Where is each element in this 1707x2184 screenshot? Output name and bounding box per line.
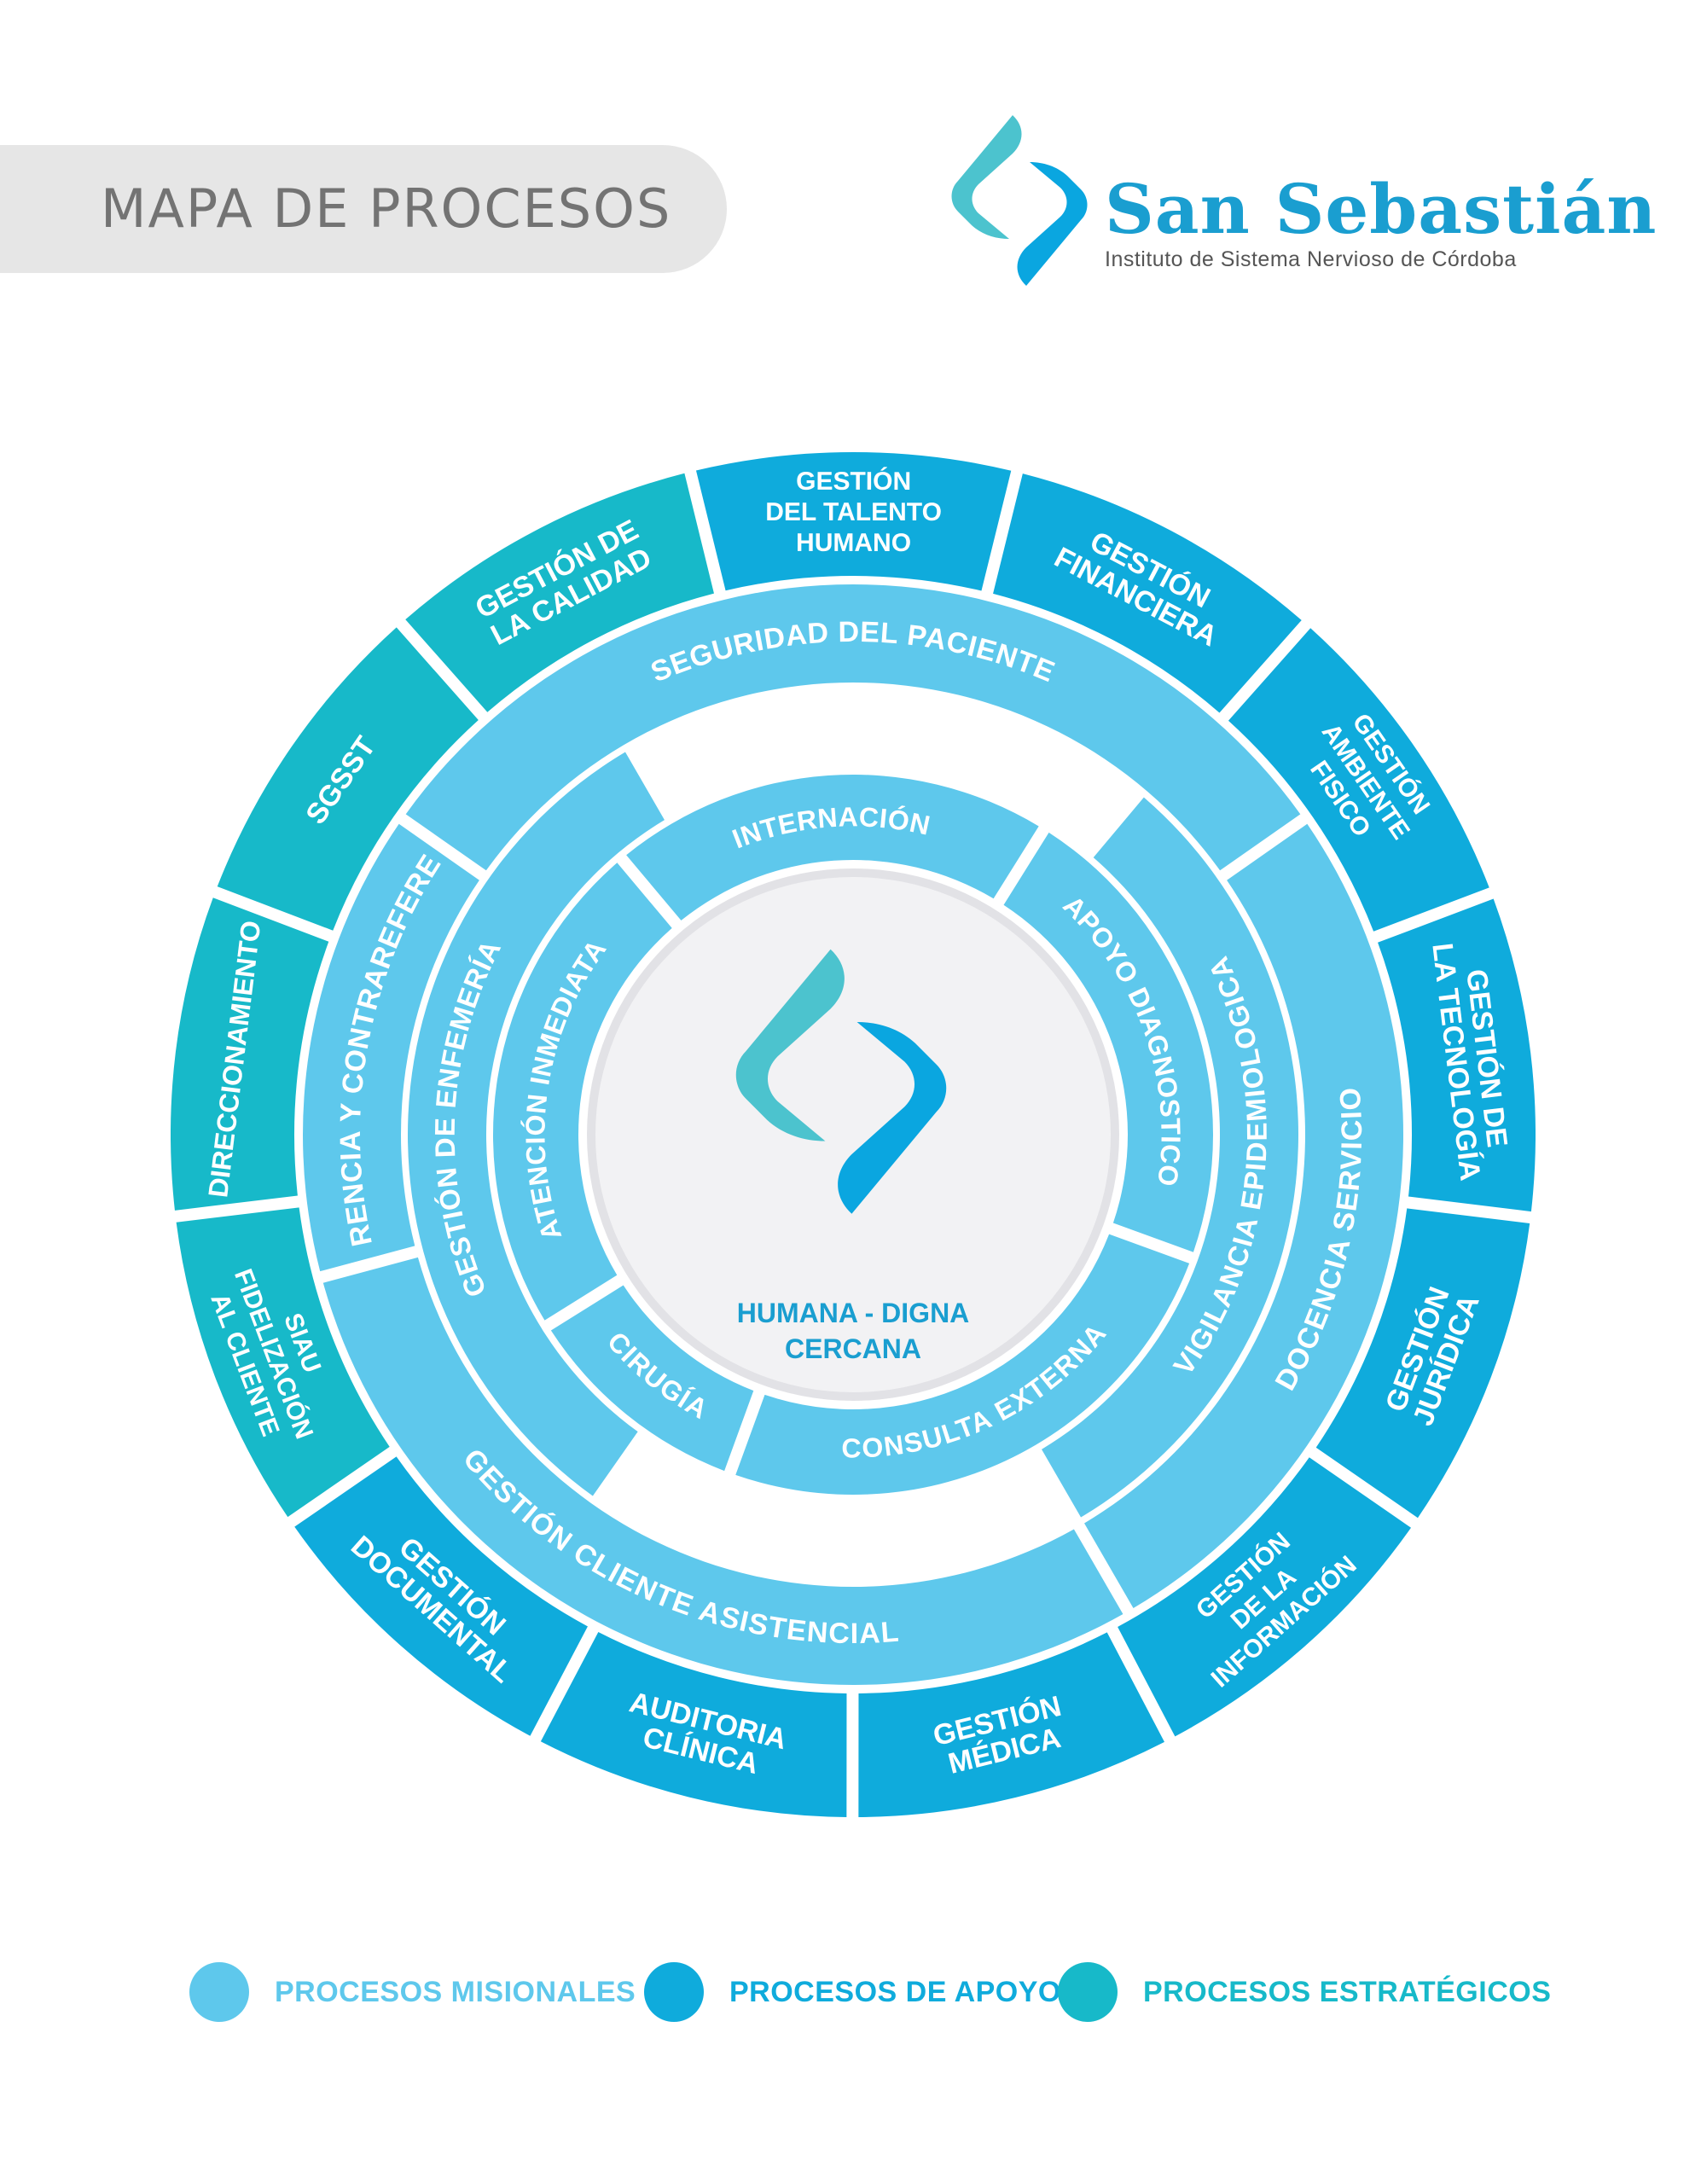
outer-segment (993, 473, 1302, 713)
logo-teal-shape (951, 115, 1022, 239)
outer-label-line: DEL TALENTO (765, 498, 942, 526)
legend: PROCESOS MISIONALES PROCESOS DE APOYO PR… (0, 1958, 1707, 2035)
ring4-segment (550, 1285, 754, 1472)
outer-segment (294, 1456, 588, 1736)
legend-label: PROCESOS MISIONALES (275, 1975, 636, 2008)
outer-label-line: GESTIÓN (796, 467, 911, 496)
center-text-line: CERCANA (785, 1333, 921, 1364)
outer-segment (1228, 628, 1489, 932)
page-title: MAPA DE PROCESOS (101, 177, 672, 240)
outer-segment (858, 1632, 1164, 1817)
ring4-segment (735, 1234, 1190, 1495)
outer-segment (171, 897, 329, 1211)
ring3-segment (408, 752, 665, 1496)
outer-segment (176, 1207, 390, 1518)
brand-logo-icon (951, 115, 1088, 286)
ring2-segment (405, 584, 1301, 871)
outer-segment (1118, 1457, 1412, 1737)
brand-name: San Sebastián (1105, 169, 1658, 249)
brand-subtitle: Instituto de Sistema Nervioso de Córdoba (1105, 247, 1517, 271)
legend-item-estrategico: PROCESOS ESTRATÉGICOS (1058, 1958, 1551, 2026)
outer-segment (217, 627, 479, 931)
outer-segment (405, 473, 714, 712)
legend-label: PROCESOS DE APOYO (729, 1975, 1061, 2008)
ring3-segment (1042, 797, 1298, 1518)
ring4-segment (1003, 832, 1213, 1252)
outer-label-line: HUMANO (796, 529, 911, 557)
center-text-line: HUMANA - DIGNA (737, 1298, 970, 1328)
page-title-tab: MAPA DE PROCESOS (0, 145, 727, 273)
ring4-segment (626, 775, 1039, 921)
ring2-segment (322, 1257, 1123, 1686)
outer-segment (1315, 1208, 1530, 1519)
center-logo-blue-icon (838, 1022, 947, 1214)
legend-dot (189, 1962, 249, 2022)
center-circle: HUMANA - DIGNA CERCANA (587, 868, 1119, 1401)
legend-label: PROCESOS ESTRATÉGICOS (1143, 1975, 1552, 2008)
logo-blue-shape (1017, 162, 1088, 286)
legend-dot (644, 1962, 704, 2022)
legend-dot (1058, 1962, 1118, 2022)
legend-item-misional: PROCESOS MISIONALES (189, 1958, 636, 2026)
legend-item-apoyo: PROCESOS DE APOYO (644, 1958, 1061, 2026)
outer-segment (1378, 898, 1536, 1212)
ring4-segment (492, 863, 672, 1321)
ring2-segment (303, 823, 479, 1272)
outer-segment (540, 1631, 847, 1817)
center-logo-teal-icon (735, 949, 845, 1141)
ring2-segment (1084, 823, 1403, 1609)
outer-segment (695, 452, 1012, 591)
